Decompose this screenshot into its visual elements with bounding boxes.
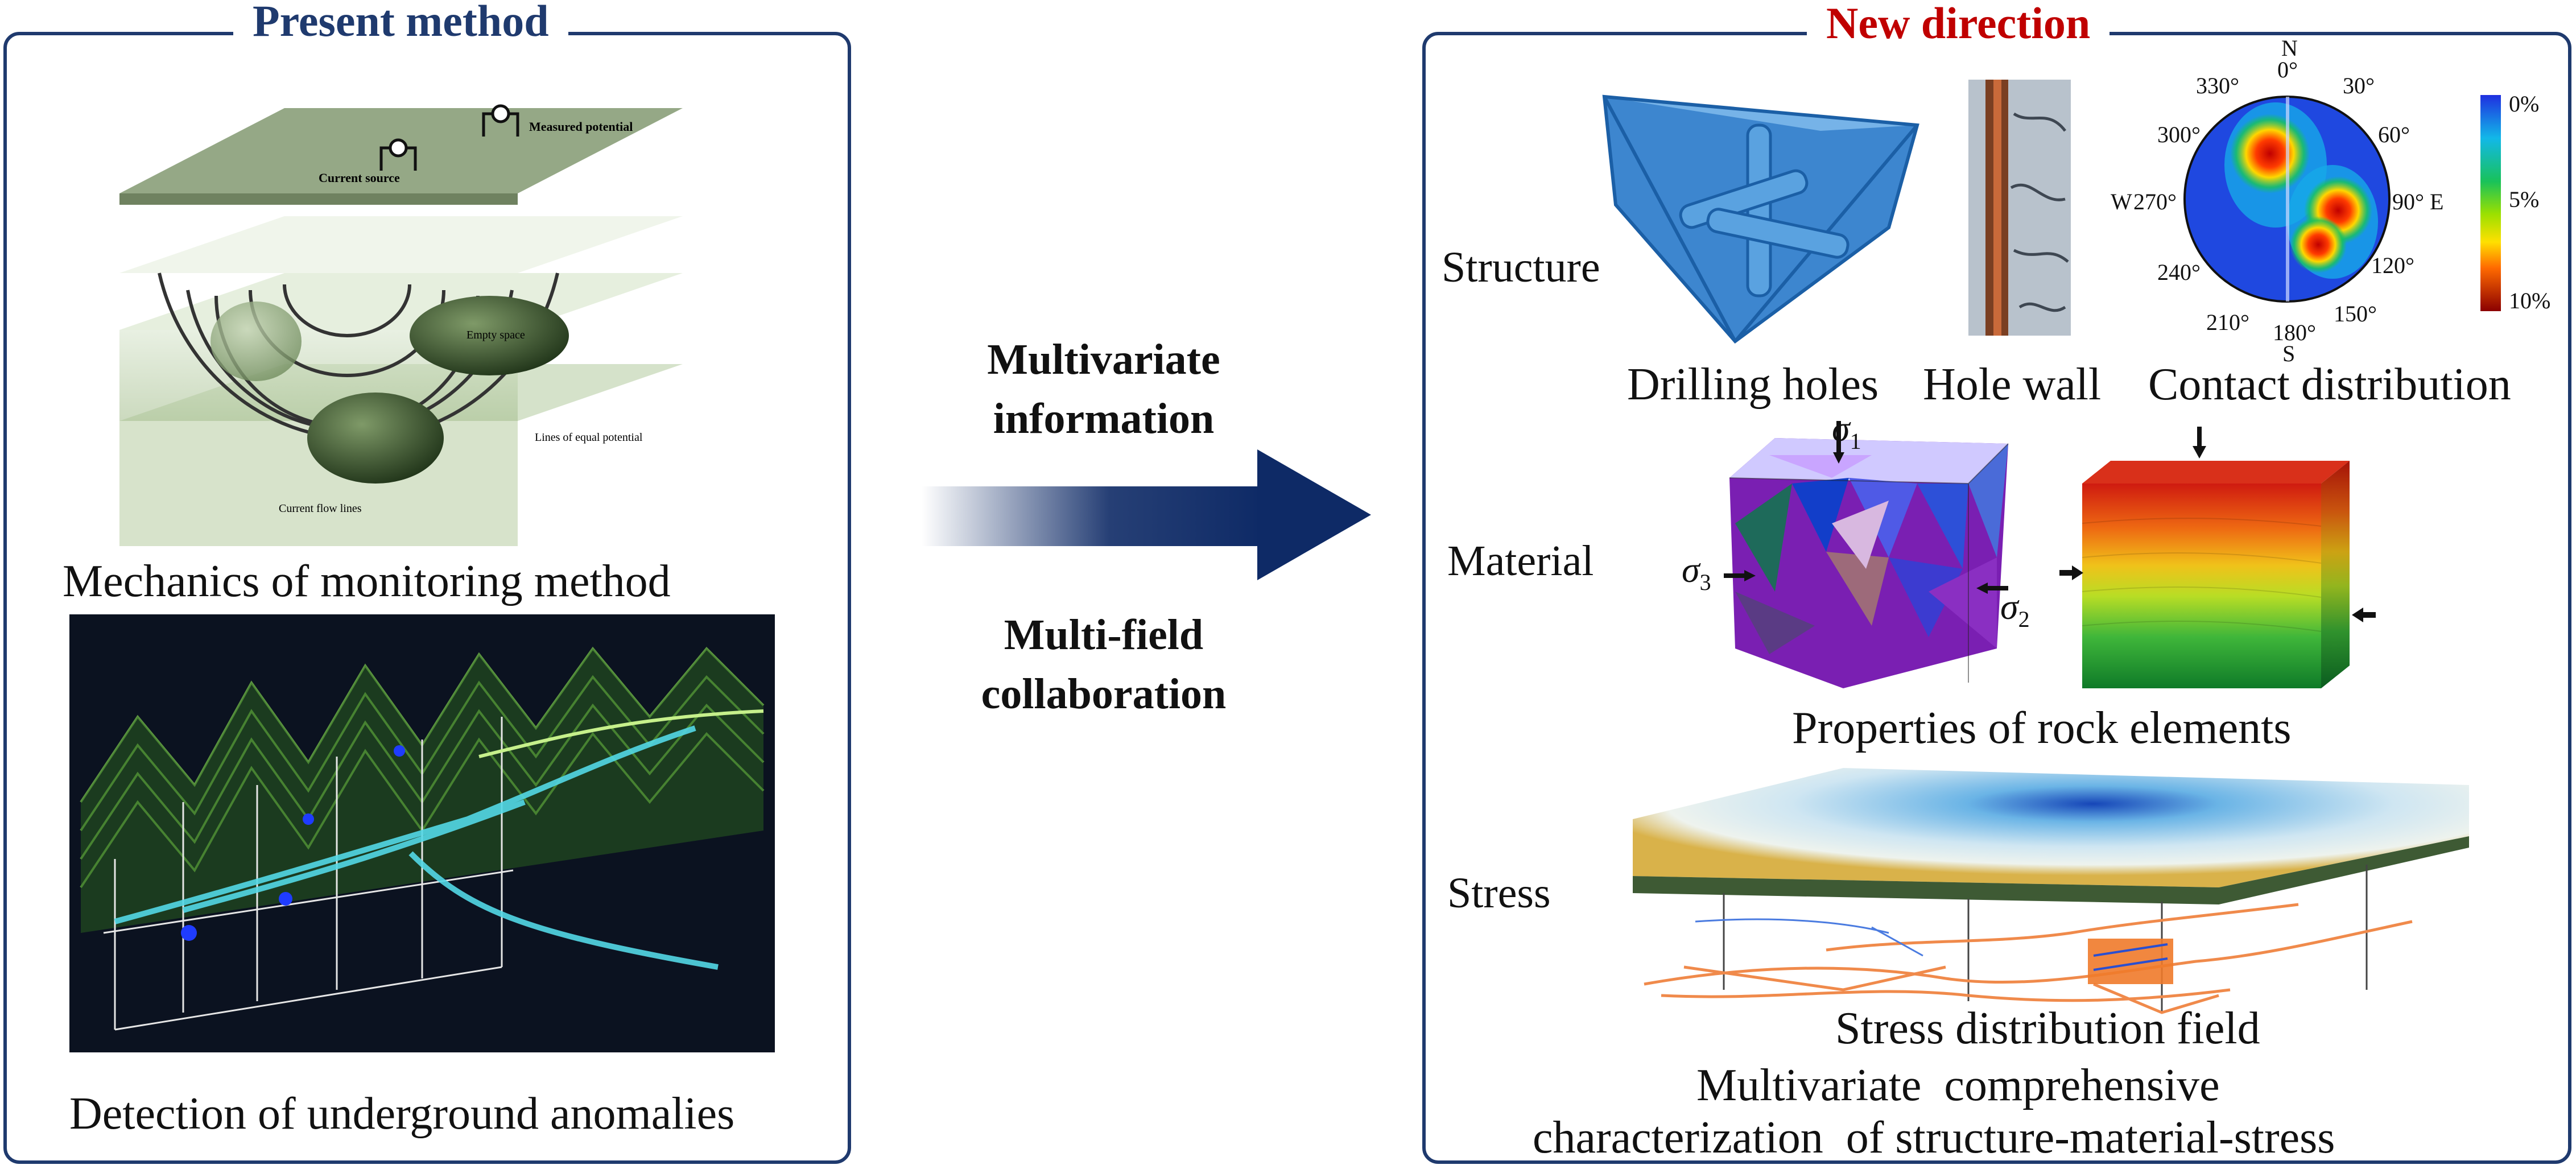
sigma-3-symbol: σ [1682, 550, 1700, 590]
angle-150: 150° [2334, 301, 2377, 327]
monitoring-method-diagram: Current source Measured potential Empty … [119, 104, 683, 546]
summary-line-1: Multivariate comprehensive [1696, 1060, 2220, 1110]
hole-wall-image [1968, 80, 2071, 336]
sigma-3-label: σ3 [1682, 552, 1711, 594]
legend-0: 0% [2509, 91, 2539, 117]
multi-field-collaboration-label: Multi-field collaboration [981, 611, 1227, 718]
rock-block-cube [1724, 421, 2009, 688]
angle-180: 180° [2273, 320, 2316, 345]
angle-120: 120° [2371, 253, 2414, 278]
drilling-holes-caption: Drilling holes [1627, 360, 1879, 410]
stress-label: Stress [1447, 869, 1551, 917]
angle-210: 210° [2206, 309, 2249, 335]
angle-0: 0° [2277, 57, 2298, 82]
sigma-3-subscript: 3 [1699, 569, 1711, 595]
multivariate-information-label: Multivariate information [987, 336, 1220, 443]
material-label: Material [1447, 537, 1594, 585]
monitoring-method-caption: Mechanics of monitoring method [63, 556, 671, 606]
present-method-title: Present method [233, 0, 568, 47]
rock-elements-caption: Properties of rock elements [1792, 703, 2292, 753]
sigma-1-subscript: 1 [1850, 428, 1861, 454]
measured-potential-label: Measured potential [529, 119, 633, 134]
stereonet-south: S [2282, 341, 2295, 366]
sigma-2-label: σ2 [2000, 589, 2030, 631]
contact-density-legend: 0% 5% 10% [2480, 91, 2550, 313]
hole-wall-caption: Hole wall [1923, 360, 2102, 410]
legend-10: 10% [2509, 288, 2550, 313]
angle-30: 30° [2343, 73, 2375, 98]
sigma-2-subscript: 2 [2018, 606, 2030, 632]
new-direction-title: New direction [1807, 0, 2110, 49]
stress-field-caption: Stress distribution field [1835, 1003, 2260, 1054]
equal-potential-label: Lines of equal potential [535, 431, 643, 444]
underground-anomaly-scan [69, 614, 775, 1052]
contact-distribution-stereonet: N 0° 30° 60° 90° E 120° 150° 180° S 210°… [2111, 35, 2443, 366]
drilling-holes-cube [1602, 94, 1919, 344]
rock-property-cube [2059, 427, 2376, 688]
summary-line-2: characterization of structure-material-s… [1533, 1113, 2335, 1163]
sigma-1-label: σ1 [1832, 411, 1861, 453]
underground-anomalies-caption: Detection of underground anomalies [69, 1089, 735, 1139]
west-label: W [2111, 189, 2132, 214]
contact-distribution-caption: Contact distribution [2148, 360, 2511, 410]
angle-300: 300° [2157, 122, 2201, 147]
empty-space-label: Empty space [467, 329, 525, 341]
angle-90: 90° [2392, 189, 2424, 214]
stereonet-north: N [2281, 35, 2298, 61]
flow-arrow [922, 449, 1371, 580]
current-flow-label: Current flow lines [279, 502, 362, 515]
angle-330: 330° [2196, 73, 2239, 98]
angle-240: 240° [2157, 259, 2201, 285]
angle-270: 270° [2133, 189, 2177, 214]
stress-distribution-field [1633, 768, 2469, 1014]
angle-60: 60° [2378, 122, 2410, 147]
current-source-label: Current source [319, 171, 400, 185]
sigma-1-symbol: σ [1832, 408, 1850, 449]
legend-5: 5% [2509, 187, 2539, 212]
sigma-2-symbol: σ [2000, 586, 2018, 627]
structure-label: Structure [1442, 243, 1600, 291]
east-label: E [2430, 189, 2443, 214]
